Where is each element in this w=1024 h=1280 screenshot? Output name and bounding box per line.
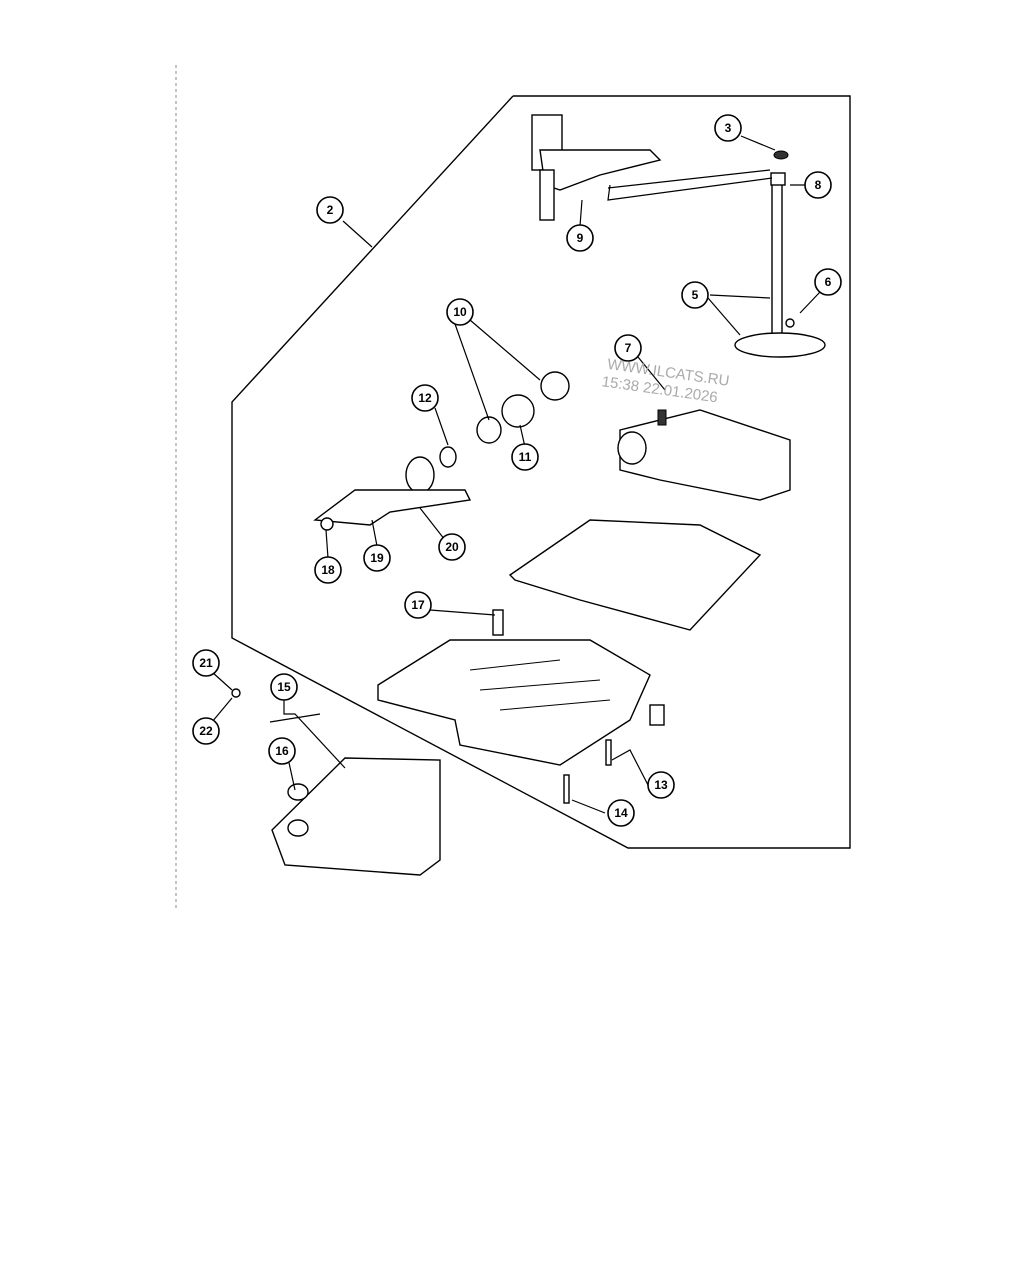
svg-text:12: 12 (418, 391, 432, 405)
svg-text:2: 2 (327, 203, 334, 217)
svg-text:7: 7 (625, 341, 632, 355)
callout-8: 8 (804, 171, 832, 199)
callout-12: 12 (411, 384, 439, 412)
svg-text:10: 10 (453, 305, 467, 319)
svg-text:20: 20 (445, 540, 459, 554)
callout-11: 11 (511, 443, 539, 471)
svg-text:19: 19 (370, 551, 384, 565)
assembly-boundary (231, 95, 851, 849)
fasteners (231, 609, 665, 804)
callout-16: 16 (268, 737, 296, 765)
callout-2: 2 (316, 196, 344, 224)
watermark: WWW.ILCATS.RU 15:38 22.01.2026 (601, 356, 731, 406)
svg-text:17: 17 (411, 598, 425, 612)
lower-valve-body (377, 639, 651, 766)
svg-text:11: 11 (519, 450, 532, 464)
svg-text:8: 8 (815, 178, 822, 192)
callout-5: 5 (681, 281, 709, 309)
callout-20: 20 (438, 533, 466, 561)
upper-valve-body (617, 409, 791, 501)
oil-filter (271, 757, 441, 876)
svg-text:3: 3 (725, 121, 732, 135)
svg-text:16: 16 (275, 744, 289, 758)
callout-15: 15 (270, 673, 298, 701)
svg-text:6: 6 (825, 275, 832, 289)
spacer-plate (508, 519, 762, 631)
manual-lever-sensor (531, 114, 662, 221)
callout-6: 6 (814, 268, 842, 296)
callout-22: 22 (192, 717, 220, 745)
callout-13: 13 (647, 771, 675, 799)
svg-text:13: 13 (654, 778, 668, 792)
callout-10: 10 (446, 298, 474, 326)
svg-text:14: 14 (614, 806, 628, 820)
svg-text:18: 18 (321, 563, 335, 577)
callout-19: 19 (363, 544, 391, 572)
svg-text:9: 9 (577, 231, 584, 245)
callout-7: 7 (614, 334, 642, 362)
callout-18: 18 (314, 556, 342, 584)
svg-text:22: 22 (199, 724, 213, 738)
seals-and-spring (313, 371, 570, 531)
svg-text:21: 21 (199, 656, 213, 670)
callout-17: 17 (404, 591, 432, 619)
callout-21: 21 (192, 649, 220, 677)
svg-text:15: 15 (277, 680, 291, 694)
svg-text:5: 5 (692, 288, 699, 302)
manual-shaft (734, 150, 826, 358)
callout-14: 14 (607, 799, 635, 827)
callout-9: 9 (566, 224, 594, 252)
callout-3: 3 (714, 114, 742, 142)
